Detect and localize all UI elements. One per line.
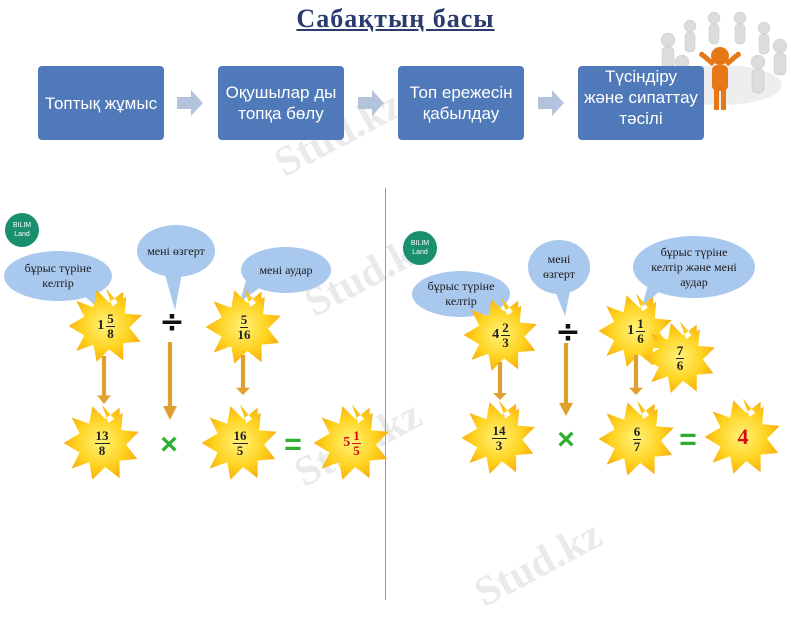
result-4: 4 xyxy=(737,424,749,449)
speech-bubble-convert-and-flip: бұрыс түріне келтір және мені аудар xyxy=(633,236,755,298)
bubble-tail xyxy=(240,280,262,302)
speech-bubble-change: мені өзгерт xyxy=(528,240,590,294)
down-arrow xyxy=(493,362,507,400)
down-arrow xyxy=(559,343,573,416)
multiply-sign: × xyxy=(160,428,178,461)
watermark-text: Stud.kz xyxy=(467,511,610,617)
speech-bubble-convert: бұрыс түріне келтір xyxy=(4,251,112,301)
divide-sign: ÷ xyxy=(555,315,581,350)
equals-sign: = xyxy=(284,428,302,461)
equals-sign: = xyxy=(679,423,697,456)
down-arrow xyxy=(236,355,250,395)
right-arrow-icon xyxy=(538,90,564,116)
multiply-sign: × xyxy=(557,423,575,456)
panel-divider xyxy=(385,188,386,600)
right-arrow-icon xyxy=(358,90,384,116)
step-box-explain-describe: Түсіндіру және сипаттау тәсілі xyxy=(578,66,704,140)
down-arrow xyxy=(163,342,177,420)
bubble-tail xyxy=(163,268,183,310)
right-arrow-icon xyxy=(177,90,203,116)
down-arrow xyxy=(97,356,111,404)
page-title: Сабақтың басы xyxy=(296,4,495,33)
divide-sign: ÷ xyxy=(159,305,185,340)
step-box-group-work: Топтық жұмыс xyxy=(38,66,164,140)
step-box-split-groups: Оқушылар ды топқа бөлу xyxy=(218,66,344,140)
down-arrow xyxy=(629,355,643,395)
step-box-group-rules: Топ ережесін қабылдау xyxy=(398,66,524,140)
bubble-tail xyxy=(553,286,571,316)
